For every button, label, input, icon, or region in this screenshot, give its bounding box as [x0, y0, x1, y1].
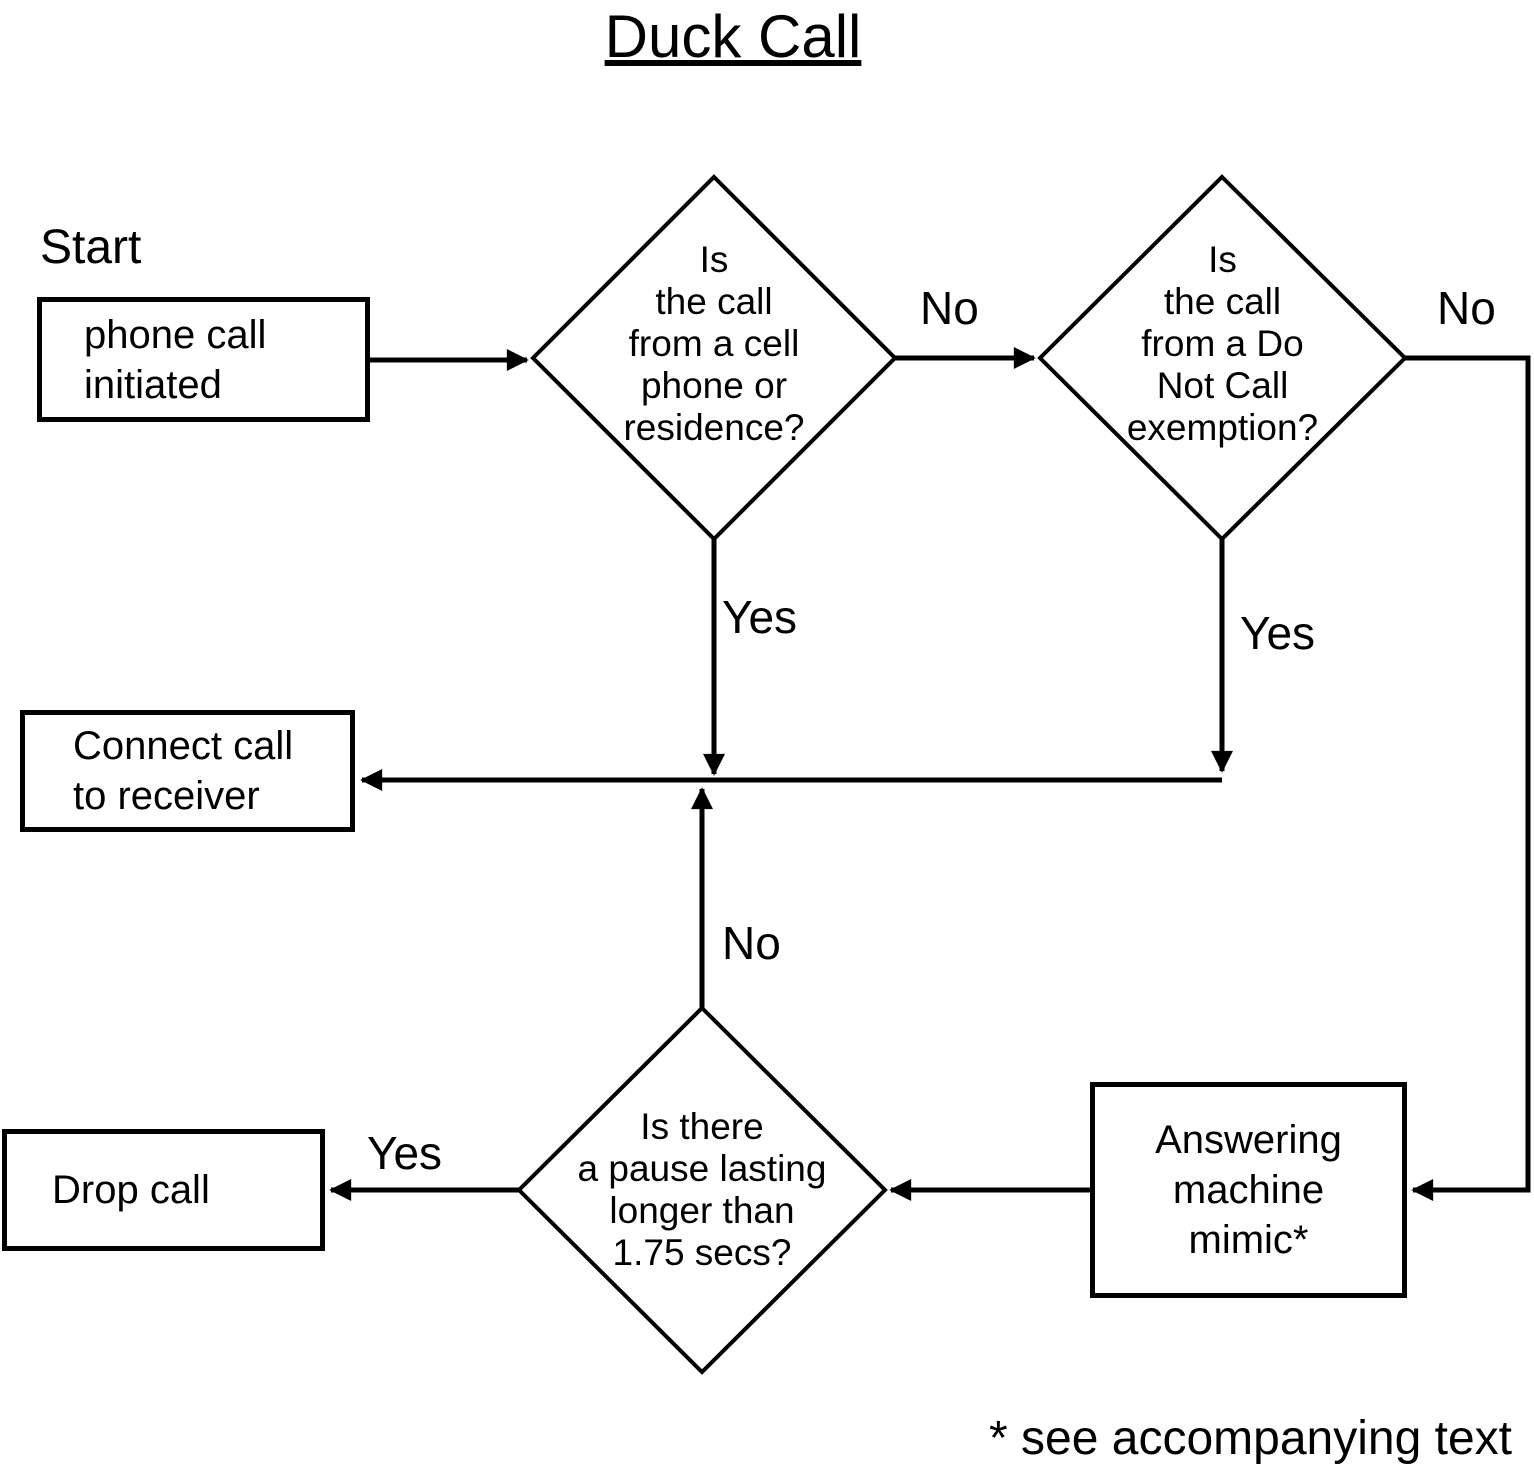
page-title: Duck Call	[604, 3, 862, 70]
node-drop-call: Drop call	[2, 1129, 325, 1251]
node-connect-call-text: Connect call to receiver	[73, 724, 294, 818]
node-answering-machine: Answering machine mimic*	[1090, 1082, 1407, 1298]
node-phone-call-initiated: phone call initiated	[37, 297, 370, 422]
node-phone-call-initiated-text: phone call initiated	[84, 312, 267, 407]
edge-label-diamond1-yes: Yes	[722, 591, 798, 643]
edge-label-diamond2-yes: Yes	[1240, 607, 1316, 659]
decision-diamond-pause	[516, 1005, 888, 1375]
arrow-diamond2-no-to-answering-box	[1405, 355, 1531, 1201]
node-drop-call-text: Drop call	[52, 1168, 210, 1212]
start-label: Start	[40, 221, 142, 274]
node-connect-call: Connect call to receiver	[20, 710, 355, 832]
node-answering-machine-text: Answering machine mimic*	[1155, 1118, 1342, 1262]
footnote: * see accompanying text	[989, 1412, 1512, 1465]
edge-label-diamond1-no: No	[920, 282, 979, 334]
edge-label-diamond2-no: No	[1437, 282, 1496, 334]
decision-diamond-cell-or-residence	[530, 174, 898, 542]
edge-label-diamond3-yes: Yes	[367, 1127, 443, 1179]
decision-diamond-do-not-call	[1037, 174, 1408, 542]
edge-label-diamond3-no: No	[722, 917, 781, 969]
